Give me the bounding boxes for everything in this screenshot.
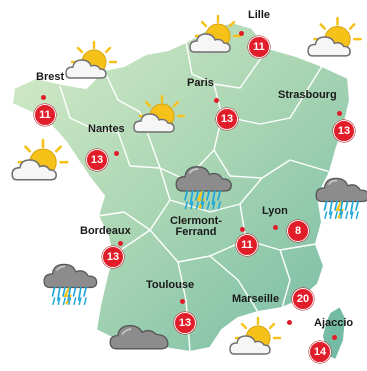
temperature-badge-lyon: 8 xyxy=(287,220,309,242)
temperature-badge-ajaccio: 14 xyxy=(309,341,331,363)
temperature-badge-paris: 13 xyxy=(216,108,238,130)
city-marker-lille xyxy=(239,31,244,36)
city-label-marseille: Marseille xyxy=(232,293,280,305)
cloud-icon xyxy=(108,318,172,356)
temperature-badge-lille: 11 xyxy=(248,36,270,58)
sun-cloud-icon xyxy=(228,316,288,365)
city-marker-brest xyxy=(41,95,46,100)
city-label-line2: Ferrand xyxy=(175,226,217,238)
sun-cloud-icon xyxy=(132,94,192,143)
sun-cloud-icon xyxy=(64,40,124,89)
temperature-badge-marseille: 20 xyxy=(292,288,314,310)
city-label-nantes: Nantes xyxy=(88,123,125,135)
city-marker-bordeaux xyxy=(118,241,123,246)
temperature-badge-toulouse: 13 xyxy=(174,312,196,334)
city-label-line1: Clermont- xyxy=(170,215,222,227)
city-label-lyon: Lyon xyxy=(262,205,288,217)
sun-cloud-icon xyxy=(306,16,367,67)
city-marker-clermont xyxy=(240,227,245,232)
city-label-bordeaux: Bordeaux xyxy=(80,225,131,237)
region-borders xyxy=(59,41,331,353)
city-marker-ajaccio xyxy=(332,335,337,340)
city-label-lille: Lille xyxy=(248,9,271,21)
city-marker-nantes xyxy=(114,151,119,156)
city-label-paris: Paris xyxy=(187,77,214,89)
city-marker-lyon xyxy=(273,225,278,230)
city-marker-toulouse xyxy=(180,299,185,304)
sun-cloud-icon xyxy=(188,14,248,63)
city-label-clermont: Clermont-Ferrand xyxy=(170,216,222,238)
storm-rain-icon xyxy=(174,158,236,216)
city-marker-marseille xyxy=(287,320,292,325)
temperature-badge-nantes: 13 xyxy=(86,149,108,171)
city-label-brest: Brest xyxy=(36,71,65,83)
storm-rain-icon xyxy=(314,170,367,225)
city-label-ajaccio: Ajaccio xyxy=(314,317,354,329)
temperature-badge-bordeaux: 13 xyxy=(102,246,124,268)
temperature-badge-strasbourg: 13 xyxy=(333,120,355,142)
city-label-toulouse: Toulouse xyxy=(146,279,195,291)
temperature-badge-clermont: 11 xyxy=(236,234,258,256)
city-marker-paris xyxy=(214,98,219,103)
storm-rain-icon xyxy=(42,256,101,311)
city-marker-strasbourg xyxy=(337,111,342,116)
sun-cloud-icon xyxy=(10,138,76,191)
city-label-strasbourg: Strasbourg xyxy=(278,89,337,101)
temperature-badge-brest: 11 xyxy=(34,104,56,126)
